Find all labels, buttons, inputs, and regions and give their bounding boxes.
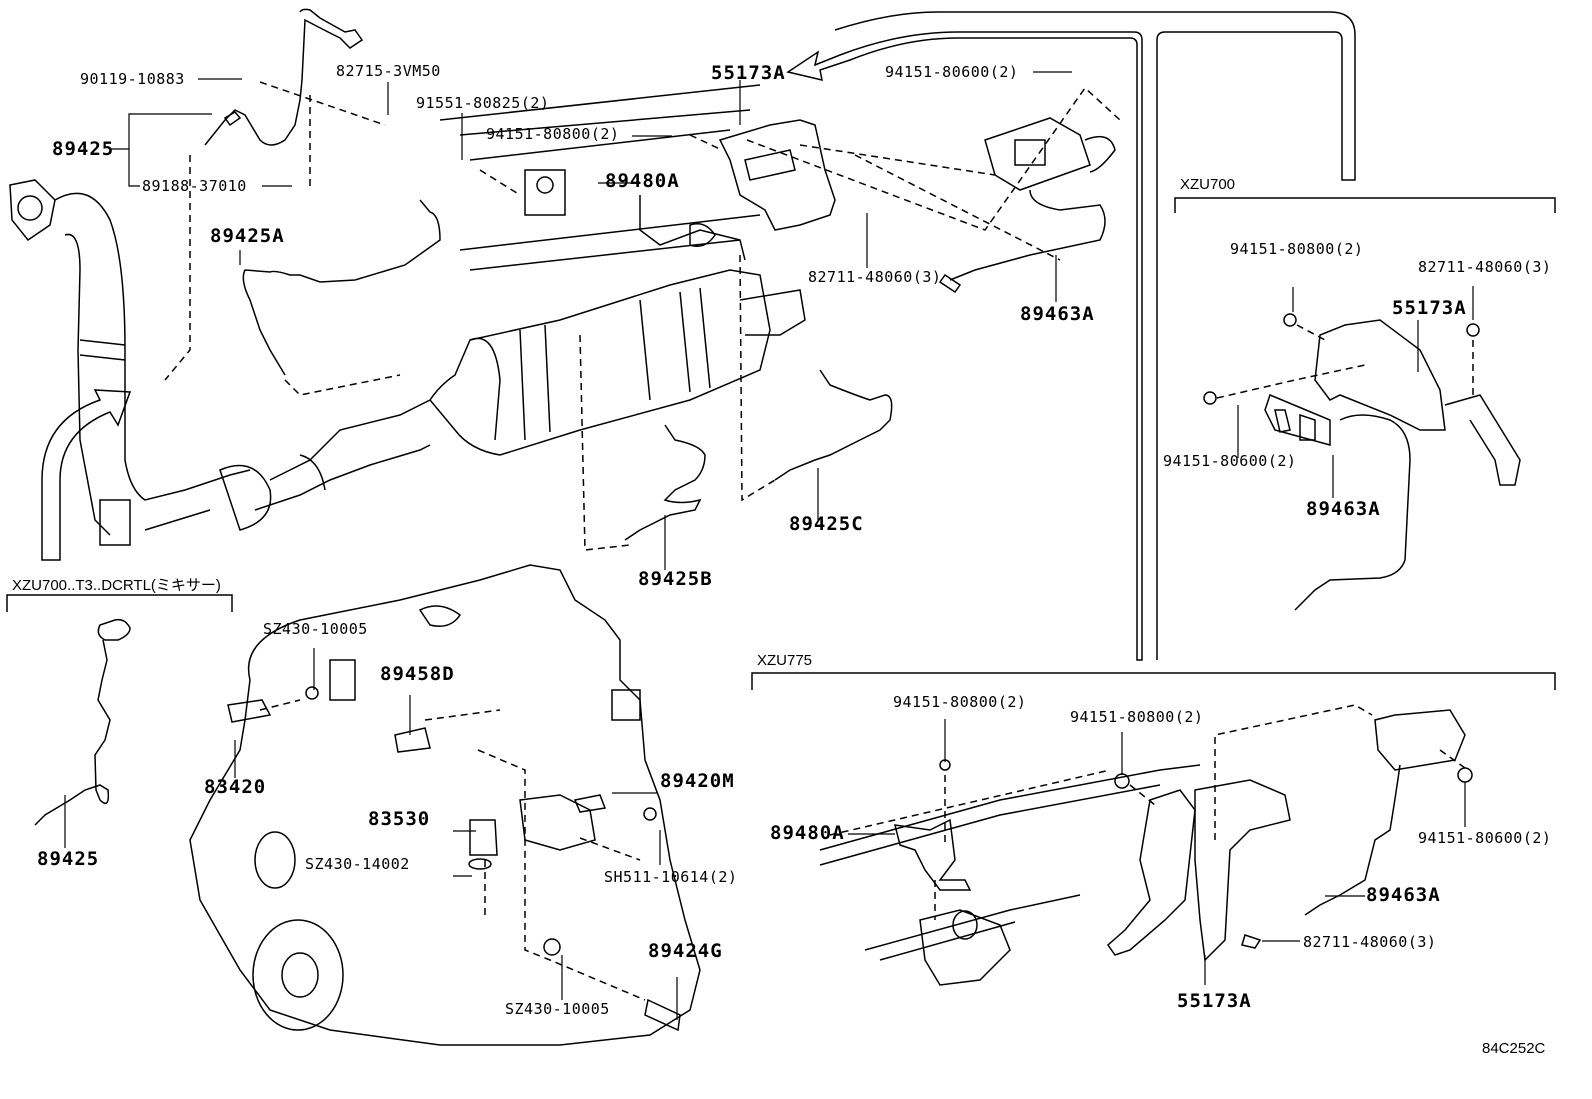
sensor-89480a-top xyxy=(440,85,760,270)
reference-arrow-left xyxy=(42,390,130,560)
xzu775-label-94151-80800-b[interactable]: 94151-80800(2) xyxy=(1070,708,1204,726)
engine-label-89420m[interactable]: 89420M xyxy=(660,770,735,792)
diagram-code: 84C252C xyxy=(1482,1040,1546,1057)
engine-assembly-lines xyxy=(260,700,645,1000)
sensor-89425c xyxy=(775,370,892,480)
engine-label-sh511-10614[interactable]: SH511-10614(2) xyxy=(604,868,738,886)
sensor-89425-mixer xyxy=(35,620,130,825)
part-label-91551-80825[interactable]: 91551-80825(2) xyxy=(416,94,550,112)
engine-label-89458d[interactable]: 89458D xyxy=(380,663,455,685)
engine-label-sz430-10005-top[interactable]: SZ430-10005 xyxy=(263,620,368,638)
xzu700-label-55173a[interactable]: 55173A xyxy=(1392,297,1467,319)
engine-label-sz430-14002[interactable]: SZ430-14002 xyxy=(305,855,410,873)
part-label-89425[interactable]: 89425 xyxy=(52,138,115,160)
section-label-xzu775: XZU775 xyxy=(757,652,813,669)
engine-label-sz430-10005-bottom[interactable]: SZ430-10005 xyxy=(505,1000,610,1018)
section-bracket-xzu700 xyxy=(1175,198,1555,213)
part-label-94151-80600-top[interactable]: 94151-80600(2) xyxy=(885,63,1019,81)
xzu775-frame-assembly xyxy=(820,710,1472,985)
xzu775-label-82711-48060[interactable]: 82711-48060(3) xyxy=(1303,933,1437,951)
part-label-89480a-top[interactable]: 89480A xyxy=(605,170,680,192)
part-label-89188-37010[interactable]: 89188-37010 xyxy=(142,177,247,195)
xzu700-label-89463a[interactable]: 89463A xyxy=(1306,498,1381,520)
engine-sensors xyxy=(228,687,680,1030)
assembly-lines xyxy=(165,82,1120,550)
section-label-xzu700: XZU700 xyxy=(1180,176,1236,193)
xzu775-label-55173a[interactable]: 55173A xyxy=(1177,990,1252,1012)
xzu700-label-82711-48060[interactable]: 82711-48060(3) xyxy=(1418,258,1552,276)
engine-label-83530[interactable]: 83530 xyxy=(368,808,431,830)
engine-label-89424g[interactable]: 89424G xyxy=(648,940,723,962)
engine-label-83420[interactable]: 83420 xyxy=(204,776,267,798)
part-label-55173a-top[interactable]: 55173A xyxy=(711,62,786,84)
sensor-89425-main xyxy=(205,9,362,145)
module-89463a-top xyxy=(940,118,1115,292)
xzu775-assembly-lines xyxy=(830,705,1465,920)
xzu775-label-89480a[interactable]: 89480A xyxy=(770,822,845,844)
sensor-89425a xyxy=(243,200,440,375)
section-label-mixer: XZU700..T3..DCRTL(ミキサー) xyxy=(12,577,221,594)
part-label-89463a-top[interactable]: 89463A xyxy=(1020,303,1095,325)
section-bracket-mixer xyxy=(7,595,232,612)
leader-lines xyxy=(65,72,1473,1020)
mixer-label-89425[interactable]: 89425 xyxy=(37,848,100,870)
part-label-82715-3vm50[interactable]: 82715-3VM50 xyxy=(336,62,441,80)
xzu775-label-89463a[interactable]: 89463A xyxy=(1366,884,1441,906)
xzu700-label-94151-80600[interactable]: 94151-80600(2) xyxy=(1163,452,1297,470)
section-bracket-xzu775 xyxy=(752,673,1555,690)
xzu775-label-94151-80800-a[interactable]: 94151-80800(2) xyxy=(893,693,1027,711)
sensor-89425b xyxy=(625,425,705,540)
xzu700-label-94151-80800[interactable]: 94151-80800(2) xyxy=(1230,240,1364,258)
xzu775-label-94151-80600[interactable]: 94151-80600(2) xyxy=(1418,829,1552,847)
bracket-55173a-top xyxy=(720,120,835,230)
reference-arrow-top xyxy=(788,12,1355,660)
part-label-94151-80800-top[interactable]: 94151-80800(2) xyxy=(486,125,620,143)
part-label-89425b[interactable]: 89425B xyxy=(638,568,713,590)
xzu700-bracket-assembly xyxy=(1204,314,1520,610)
part-label-90119-10883[interactable]: 90119-10883 xyxy=(80,70,185,88)
xzu700-assembly-lines xyxy=(1217,325,1473,398)
part-label-89425c[interactable]: 89425C xyxy=(789,513,864,535)
part-label-89425a[interactable]: 89425A xyxy=(210,225,285,247)
exhaust-pipe-assembly xyxy=(10,180,805,545)
part-label-82711-48060-top[interactable]: 82711-48060(3) xyxy=(808,268,942,286)
